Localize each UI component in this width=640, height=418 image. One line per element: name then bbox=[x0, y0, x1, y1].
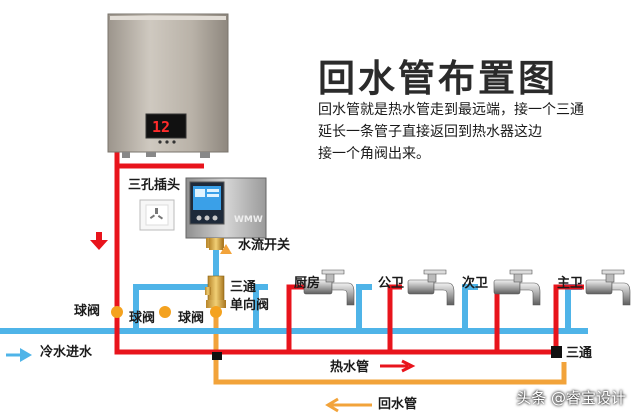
label-ball-valve-2: 球阀 bbox=[129, 311, 156, 326]
label-return-pipe: 回水管 bbox=[378, 397, 418, 412]
label-ball-valve-1: 球阀 bbox=[74, 304, 101, 319]
description: 回水管就是热水管走到最远端，接一个三通 延长一条管子直接返回到热水器这边 接一个… bbox=[318, 99, 630, 165]
faucet-public-bathroom bbox=[407, 269, 455, 306]
ball-valve-return bbox=[210, 306, 222, 318]
water-heater: 12 bbox=[107, 13, 229, 158]
tee-fitting bbox=[551, 346, 562, 358]
description-line-2: 延长一条管子直接返回到热水器这边 bbox=[318, 124, 542, 140]
cold-water-pipe bbox=[0, 244, 588, 334]
label-public-bathroom: 公卫 bbox=[378, 276, 405, 291]
label-master-bathroom: 主卫 bbox=[557, 276, 584, 291]
label-tee-left: 三通 bbox=[230, 280, 257, 295]
faucet-master-bathroom bbox=[585, 269, 631, 306]
cold-in-arrow bbox=[20, 348, 32, 362]
description-line-3: 接一个角阀出来。 bbox=[318, 146, 430, 162]
label-second-bathroom: 次卫 bbox=[462, 276, 489, 291]
label-flow-switch: 水流开关 bbox=[238, 238, 291, 253]
label-cold-in: 冷水进水 bbox=[40, 345, 93, 360]
label-hot-pipe: 热水管 bbox=[330, 360, 370, 375]
pump-brand: WMW bbox=[234, 215, 263, 225]
return-pipe bbox=[213, 296, 567, 385]
heater-display: 12 bbox=[152, 118, 170, 136]
label-kitchen: 厨房 bbox=[294, 276, 321, 291]
description-line-1: 回水管就是热水管走到最远端，接一个三通 bbox=[318, 102, 584, 118]
return-flow-arrow bbox=[325, 397, 372, 413]
diagram-title: 回水管布置图 bbox=[318, 57, 558, 100]
tee-and-check-valve bbox=[205, 275, 226, 308]
label-ball-valve-3: 球阀 bbox=[178, 311, 205, 326]
label-socket: 三孔插头 bbox=[128, 178, 181, 193]
flow-switch-arrow bbox=[220, 244, 232, 254]
flow-switch-valve bbox=[209, 238, 223, 250]
circulation-pump: WMW bbox=[185, 177, 267, 248]
label-tee-right: 三通 bbox=[566, 346, 593, 361]
socket bbox=[139, 199, 175, 231]
ball-valve-cold bbox=[159, 306, 171, 318]
hot-flow-arrow bbox=[380, 359, 416, 373]
hot-down-arrow bbox=[90, 232, 108, 250]
label-check-valve: 单向阀 bbox=[230, 298, 270, 313]
faucet-kitchen bbox=[303, 269, 355, 306]
faucet-second-bathroom bbox=[493, 269, 541, 306]
ball-valve-hot bbox=[111, 306, 123, 318]
watermark: 头条 @睿宝设计 bbox=[516, 389, 626, 407]
